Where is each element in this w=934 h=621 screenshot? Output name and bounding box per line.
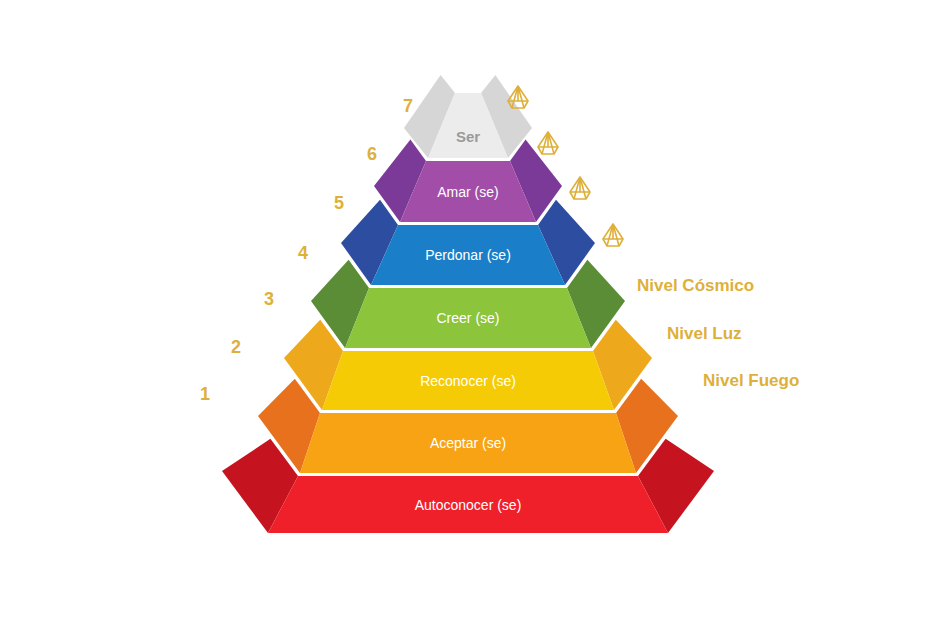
- pyramid-band: Creer (se): [345, 288, 591, 348]
- callout-number: 5: [334, 193, 344, 214]
- band-label: Creer (se): [345, 310, 591, 326]
- callout-number: 6: [367, 144, 377, 165]
- band-label: Ser: [428, 128, 508, 145]
- gem-icon: [508, 86, 528, 108]
- band-label: Amar (se): [400, 184, 536, 200]
- callout-number: 4: [298, 243, 308, 264]
- band-label: Aceptar (se): [300, 435, 636, 451]
- band-face: [268, 476, 668, 533]
- band-label: Reconocer (se): [322, 373, 614, 389]
- callout-number: 7: [403, 96, 413, 117]
- callout-number: 2: [231, 337, 241, 358]
- band-face: [400, 161, 536, 222]
- level-label: Nivel Cósmico: [637, 276, 754, 296]
- side-faces: [222, 75, 714, 533]
- band-shape: [428, 93, 508, 158]
- pyramid-band: Perdonar (se): [371, 225, 565, 285]
- level-label: Nivel Luz: [667, 324, 742, 344]
- level-label: Nivel Fuego: [703, 371, 799, 391]
- gem-icon: [603, 224, 623, 246]
- pyramid-band: Aceptar (se): [300, 413, 636, 473]
- band-label: Perdonar (se): [371, 247, 565, 263]
- callout-number: 1: [200, 384, 210, 405]
- pyramid-band: Autoconocer (se): [268, 476, 668, 533]
- gem-icon: [538, 132, 558, 154]
- gem-icon: [570, 177, 590, 199]
- band-label: Autoconocer (se): [268, 497, 668, 513]
- callout-number: 3: [264, 289, 274, 310]
- band-face: [322, 351, 614, 410]
- band-face: [371, 225, 565, 285]
- band-face: [345, 288, 591, 348]
- pyramid-band: Reconocer (se): [322, 351, 614, 410]
- pyramid-band: Ser: [428, 93, 508, 158]
- gem-icons: [508, 86, 623, 246]
- band-face: [300, 413, 636, 473]
- pyramid-band: Amar (se): [400, 161, 536, 222]
- band-face: [428, 93, 508, 158]
